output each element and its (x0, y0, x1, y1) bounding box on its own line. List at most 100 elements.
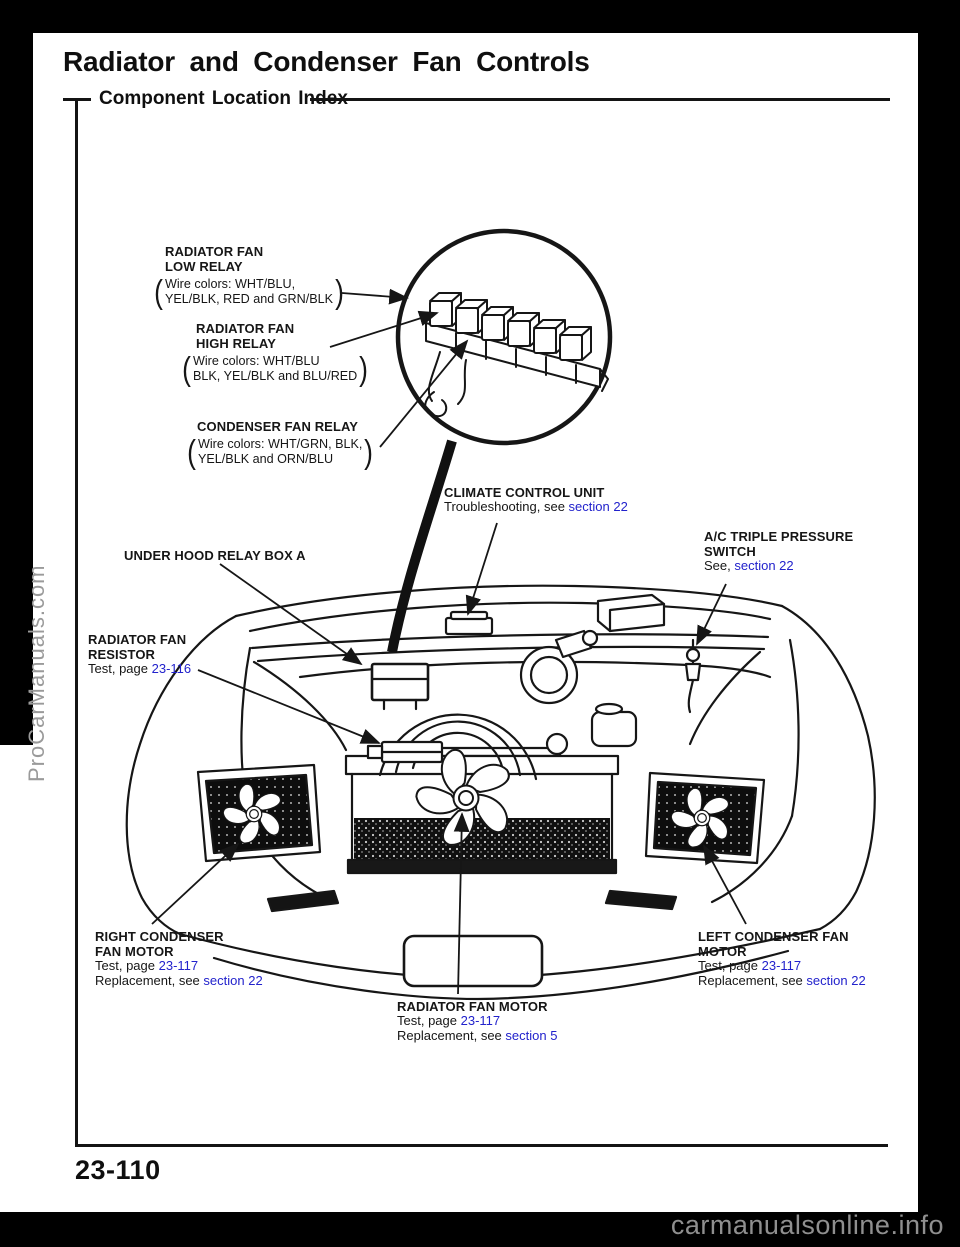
left-condenser-name-2: MOTOR (698, 944, 747, 959)
left-condenser-test-prefix: Test, page (698, 958, 762, 973)
arrow-radiator-fan-motor (453, 812, 470, 995)
cowl-fuse-box (596, 593, 666, 633)
brake-booster (519, 645, 579, 705)
paren-open: ( (187, 433, 196, 470)
link-page-23-117-left[interactable]: 23-117 (761, 958, 802, 973)
bumper-bottom (212, 949, 790, 1001)
page-title: Radiator and Condenser Fan Controls (63, 46, 590, 77)
resistor-test-note: Test, page 23-116 (88, 661, 192, 677)
link-section-22-right[interactable]: section 22 (203, 972, 263, 988)
ac-switch-name-1: A/C TRIPLE PRESSURE (704, 529, 854, 544)
section-header-rule (310, 98, 890, 101)
resistor-name-1: RADIATOR FAN (88, 632, 187, 647)
right-condenser-name-2: FAN MOTOR (95, 944, 174, 959)
filler-cap (545, 732, 569, 756)
under-hood-relay-box-detail (370, 677, 430, 711)
right-condenser-test-note: Test, page 23-117 (95, 958, 263, 974)
master-cylinder-cap (581, 629, 599, 647)
watermark-procarmanuals: ProCarManuals.com (24, 564, 49, 782)
frame-left-border (75, 99, 78, 1144)
right-headlight-slit (604, 889, 678, 911)
radiator-fan-motor-test-prefix: Test, page (397, 1013, 461, 1028)
radiator-fan-motor-replace-note: Replacement, see section 5 (397, 1027, 558, 1044)
low-relay-name-2: LOW RELAY (165, 259, 243, 274)
frame-bottom-border (75, 1144, 888, 1147)
link-section-22-ac-switch[interactable]: section 22 (734, 558, 794, 573)
paren-open: ( (154, 273, 163, 310)
brake-booster-inner (529, 655, 569, 695)
right-condenser-test-prefix: Test, page (95, 958, 159, 973)
climate-control-unit-part (444, 616, 494, 636)
condenser-relay-name: CONDENSER FAN RELAY (197, 419, 359, 434)
low-relay-wire-line-1: Wire colors: WHT/BLU, (165, 276, 296, 291)
under-hood-relay-box-part (370, 662, 430, 702)
pressure-switch-body (685, 647, 701, 663)
ac-switch-note-prefix: See, (704, 558, 735, 573)
section-header: Component Location Index (99, 88, 348, 109)
paren-close: ) (364, 433, 374, 470)
left-condenser-replace-note: Replacement, see section 22 (698, 972, 866, 989)
watermark-carmanualsonline: carmanualsonline.info (670, 1210, 944, 1240)
arrow-ac-pressure-switch (696, 583, 727, 646)
link-section-5[interactable]: section 5 (505, 1027, 558, 1043)
wiper-cowl-line (256, 645, 766, 663)
low-relay-wire-colors: ( Wire colors: WHT/BLU, YEL/BLK, RED and… (152, 275, 346, 308)
arrow-under-hood-relay-box (219, 563, 363, 666)
resistor-name-2: RESISTOR (88, 647, 156, 662)
condenser-relay-wire-line-1: Wire colors: WHT/GRN, BLK, (198, 436, 363, 451)
right-condenser-replace-prefix: Replacement, see (95, 972, 204, 988)
link-page-23-117-center[interactable]: 23-117 (460, 1013, 501, 1028)
license-plate-recess (402, 934, 544, 988)
arrow-climate-control-unit (465, 522, 498, 616)
right-brace (688, 650, 762, 746)
left-condenser-name-1: LEFT CONDENSER FAN (698, 929, 849, 944)
condenser-relay-wire-line-2: YEL/BLK and ORN/BLU (198, 451, 334, 466)
ac-switch-note: See, section 22 (704, 558, 853, 574)
resistor-test-prefix: Test, page (88, 661, 152, 676)
left-headlight-slit (266, 889, 340, 913)
relay-wire-curl (424, 391, 448, 418)
high-relay-name-2: HIGH RELAY (196, 336, 276, 351)
resistor-bracket (366, 744, 384, 760)
rail-end-bracket (599, 368, 609, 392)
leader-arrows (151, 288, 747, 995)
climate-note-prefix: Troubleshooting, see (444, 499, 569, 514)
ac-switch-name-2: SWITCH (704, 544, 756, 559)
low-relay-name-1: RADIATOR FAN (165, 244, 264, 259)
label-radiator-fan-low-relay: RADIATOR FAN LOW RELAY ( Wire colors: WH… (152, 244, 346, 308)
link-page-23-116[interactable]: 23-116 (151, 661, 192, 676)
radiator-side-tanks (350, 772, 614, 864)
label-radiator-fan-resistor: RADIATOR FAN RESISTOR Test, page 23-116 (88, 632, 191, 677)
radiator-bottom-rail (346, 858, 618, 875)
reservoir-cap (594, 702, 624, 716)
arrow-radiator-fan-resistor (197, 669, 381, 744)
link-section-22-climate[interactable]: section 22 (568, 499, 628, 514)
manual-page: Radiator and Condenser Fan Controls Comp… (33, 33, 918, 1212)
right-condenser-name-1: RIGHT CONDENSER (95, 929, 224, 944)
relay-6 (559, 326, 592, 361)
right-inner-wall (788, 638, 800, 818)
radiator-fan-motor-replace-prefix: Replacement, see (397, 1027, 506, 1043)
hood-inner-edge (248, 601, 772, 633)
component-location-diagram (125, 228, 876, 1001)
label-radiator-fan-high-relay: RADIATOR FAN HIGH RELAY ( Wire colors: W… (180, 321, 370, 385)
paren-open: ( (182, 350, 191, 387)
right-fender (780, 604, 876, 931)
high-relay-wire-colors: ( Wire colors: WHT/BLU BLK, YEL/BLK and … (180, 352, 370, 385)
radiator-core (354, 818, 610, 860)
pressure-switch-connector (684, 662, 702, 682)
page-number: 23-110 (75, 1155, 161, 1185)
high-relay-wire-line-1: Wire colors: WHT/BLU (193, 353, 320, 368)
detail-circle-pointer (387, 439, 457, 653)
high-relay-wire-line-2: BLK, YEL/BLK and BLU/RED (193, 368, 358, 383)
link-section-22-left[interactable]: section 22 (806, 972, 866, 988)
under-hood-relay-box-name: UNDER HOOD RELAY BOX A (124, 548, 306, 563)
cowl-fuse-box-edge (608, 602, 666, 633)
left-condenser-test-note: Test, page 23-117 (698, 958, 866, 974)
climate-control-unit-note: Troubleshooting, see section 22 (444, 499, 628, 515)
link-page-23-117-right[interactable]: 23-117 (158, 958, 199, 973)
arrow-left-condenser-fan (703, 844, 747, 925)
label-radiator-fan-motor: RADIATOR FAN MOTOR Test, page 23-117 Rep… (397, 999, 557, 1043)
hood-top-edge (234, 584, 784, 618)
